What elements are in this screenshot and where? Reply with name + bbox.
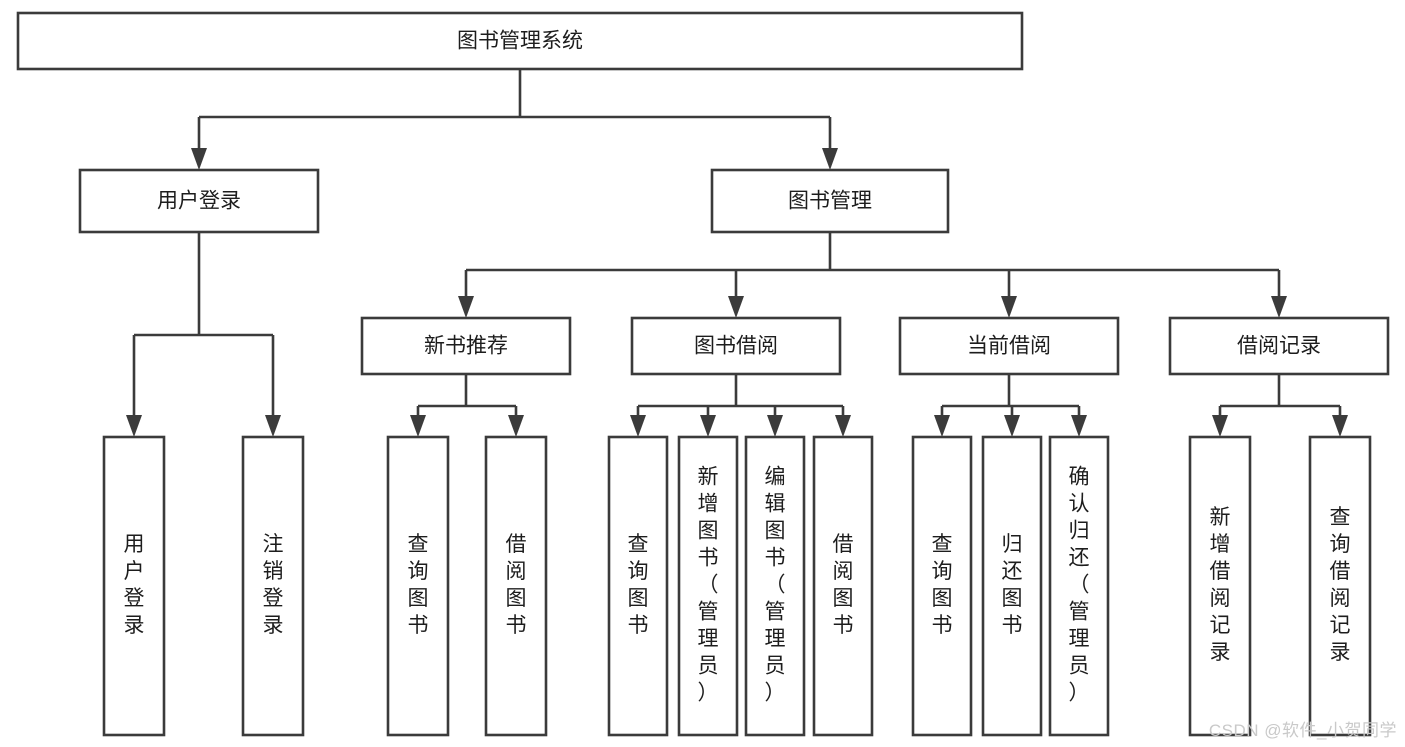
node-label-leaf-borrow-book: 借阅图书 bbox=[833, 533, 854, 637]
node-label-user-login: 用户登录 bbox=[157, 190, 241, 213]
node-label-borrow-record: 借阅记录 bbox=[1237, 335, 1321, 358]
node-layer: 图书管理系统用户登录图书管理新书推荐图书借阅当前借阅借阅记录用户登录注销登录查询… bbox=[16, 11, 1390, 737]
node-leaf-borrow-book[interactable]: 借阅图书 bbox=[812, 435, 874, 737]
node-leaf-query-book-cur[interactable]: 查询图书 bbox=[911, 435, 973, 737]
node-leaf-borrow-book-rec[interactable]: 借阅图书 bbox=[484, 435, 548, 737]
node-leaf-return-book[interactable]: 归还图书 bbox=[981, 435, 1043, 737]
node-label-leaf-return-book: 归还图书 bbox=[1002, 533, 1023, 637]
node-book-borrow[interactable]: 图书借阅 bbox=[630, 316, 842, 376]
node-label-leaf-query-book-rec: 查询图书 bbox=[408, 533, 429, 637]
node-label-book-borrow: 图书借阅 bbox=[694, 335, 778, 358]
edge-layer bbox=[126, 69, 1348, 437]
node-user-login[interactable]: 用户登录 bbox=[78, 168, 320, 234]
node-box-leaf-user-login bbox=[102, 435, 166, 737]
node-leaf-confirm-return[interactable]: 确认归还（管理员） bbox=[1048, 435, 1110, 737]
node-label-root: 图书管理系统 bbox=[457, 30, 583, 53]
node-label-leaf-logout: 注销登录 bbox=[263, 533, 284, 637]
node-label-leaf-edit-book: 编辑图书（管理员） bbox=[765, 466, 786, 705]
node-label-leaf-user-login: 用户登录 bbox=[124, 533, 145, 637]
node-box-book-manage bbox=[710, 168, 950, 234]
node-leaf-query-book-rec[interactable]: 查询图书 bbox=[386, 435, 450, 737]
node-leaf-add-record[interactable]: 新增借阅记录 bbox=[1188, 435, 1252, 737]
node-box-borrow-record bbox=[1168, 316, 1390, 376]
node-leaf-logout[interactable]: 注销登录 bbox=[241, 435, 305, 737]
node-box-book-borrow bbox=[630, 316, 842, 376]
node-label-leaf-query-record: 查询借阅记录 bbox=[1330, 506, 1351, 664]
node-label-new-book-rec: 新书推荐 bbox=[424, 335, 508, 358]
node-box-leaf-confirm-return bbox=[1048, 435, 1110, 737]
node-box-leaf-query-book-rec bbox=[386, 435, 450, 737]
node-box-leaf-borrow-book-rec bbox=[484, 435, 548, 737]
node-label-leaf-add-book: 新增图书（管理员） bbox=[698, 466, 719, 705]
node-box-leaf-add-book bbox=[677, 435, 739, 737]
node-borrow-record[interactable]: 借阅记录 bbox=[1168, 316, 1390, 376]
node-box-leaf-query-book-borrow bbox=[607, 435, 669, 737]
node-label-current-borrow: 当前借阅 bbox=[967, 335, 1051, 358]
node-box-leaf-logout bbox=[241, 435, 305, 737]
node-leaf-query-book-borrow[interactable]: 查询图书 bbox=[607, 435, 669, 737]
node-leaf-edit-book[interactable]: 编辑图书（管理员） bbox=[744, 435, 806, 737]
node-box-leaf-borrow-book bbox=[812, 435, 874, 737]
node-label-leaf-query-book-borrow: 查询图书 bbox=[628, 533, 649, 637]
node-label-leaf-add-record: 新增借阅记录 bbox=[1210, 506, 1231, 664]
node-label-book-manage: 图书管理 bbox=[788, 190, 872, 213]
node-box-leaf-add-record bbox=[1188, 435, 1252, 737]
node-leaf-query-record[interactable]: 查询借阅记录 bbox=[1308, 435, 1372, 737]
node-label-leaf-confirm-return: 确认归还（管理员） bbox=[1069, 466, 1090, 705]
node-leaf-add-book[interactable]: 新增图书（管理员） bbox=[677, 435, 739, 737]
node-box-leaf-query-record bbox=[1308, 435, 1372, 737]
node-book-manage[interactable]: 图书管理 bbox=[710, 168, 950, 234]
node-box-leaf-return-book bbox=[981, 435, 1043, 737]
node-leaf-user-login[interactable]: 用户登录 bbox=[102, 435, 166, 737]
node-box-user-login bbox=[78, 168, 320, 234]
node-current-borrow[interactable]: 当前借阅 bbox=[898, 316, 1120, 376]
node-box-leaf-query-book-cur bbox=[911, 435, 973, 737]
node-box-root bbox=[16, 11, 1024, 71]
node-box-current-borrow bbox=[898, 316, 1120, 376]
node-box-new-book-rec bbox=[360, 316, 572, 376]
node-root[interactable]: 图书管理系统 bbox=[16, 11, 1024, 71]
node-label-leaf-query-book-cur: 查询图书 bbox=[932, 533, 953, 637]
node-new-book-rec[interactable]: 新书推荐 bbox=[360, 316, 572, 376]
node-label-leaf-borrow-book-rec: 借阅图书 bbox=[506, 533, 527, 637]
node-box-leaf-edit-book bbox=[744, 435, 806, 737]
